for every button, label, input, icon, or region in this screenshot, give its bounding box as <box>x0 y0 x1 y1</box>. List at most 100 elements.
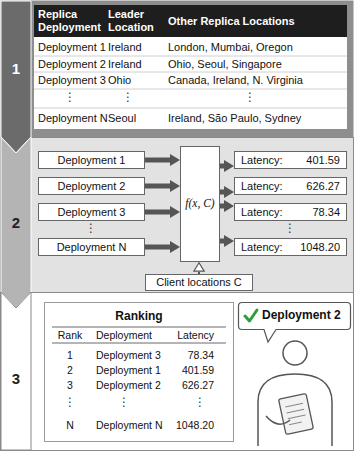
step-chevron <box>1 137 31 308</box>
clipboard-line <box>287 409 305 413</box>
table-header-cell: Replica Deployment <box>38 8 104 33</box>
arrow-connector <box>145 184 170 189</box>
function-box: f(x, C) <box>180 146 220 262</box>
step-panel <box>1 293 354 451</box>
node-label: 1048.20 <box>300 241 340 254</box>
table-cell: 1048.20 <box>176 419 214 431</box>
node-label: Latency: <box>241 206 283 219</box>
table-cell: Deployment <box>96 329 152 341</box>
table-cell: Deployment 2 <box>96 379 161 391</box>
input-box: Client locations C <box>145 274 253 291</box>
arrow-connector <box>145 210 170 215</box>
person-body <box>258 374 332 446</box>
table-header-cell: Other Replica Locations <box>168 15 295 28</box>
deployment-box: Deployment 3 <box>38 203 145 221</box>
node-label: Latency: <box>241 241 283 254</box>
row-separator <box>34 108 347 109</box>
clipboard-line <box>289 422 302 425</box>
step-marker: 1 <box>1 1 31 153</box>
latency-box: Latency: 401.59 <box>234 151 347 169</box>
node-label: Ranking <box>115 310 162 324</box>
arrow-connector <box>220 190 224 195</box>
deployment-box: Deployment N <box>38 238 145 256</box>
ellipsis: ⋮ <box>244 91 256 105</box>
node-label: 401.59 <box>306 154 340 167</box>
step-marker: 3 <box>1 292 31 450</box>
clipboard-line <box>285 403 303 407</box>
table-cell: Deployment 3 <box>96 349 161 361</box>
table-header-row <box>34 5 347 37</box>
step-number: 1 <box>12 60 20 77</box>
table-cell: Deployment N <box>38 112 108 125</box>
step-chevron <box>1 1 31 153</box>
bubble-outline <box>239 303 351 343</box>
table-cell: 626.27 <box>182 379 214 391</box>
table-cell: Ireland <box>108 41 142 54</box>
arrow-connector <box>220 204 224 209</box>
arrow-connector <box>145 158 170 163</box>
row-separator <box>34 89 347 90</box>
clipboard <box>279 393 314 434</box>
table-cell: Canada, Ireland, N. Virginia <box>168 74 303 87</box>
table-cell: Deployment N <box>96 419 163 431</box>
table-cell: Deployment 1 <box>38 41 106 54</box>
person-arm <box>266 416 290 424</box>
table-cell: 3 <box>67 379 73 391</box>
step-panel <box>1 138 354 293</box>
table-cell: 78.34 <box>188 349 214 361</box>
clipboard-board <box>279 393 314 434</box>
deployment-box: Deployment 2 <box>38 177 145 195</box>
speech-bubble: Deployment 2 <box>238 302 351 330</box>
arrow-connector <box>145 245 170 250</box>
node-label: Client locations C <box>156 276 242 289</box>
table-cell: Ohio <box>108 74 131 87</box>
node-label: Deployment 1 <box>58 154 126 167</box>
table-cell: Rank <box>58 329 83 341</box>
node-label: 626.27 <box>306 180 340 193</box>
table-rule <box>52 327 226 328</box>
table-cell: Deployment 1 <box>96 364 161 376</box>
latency-box: Latency: 1048.20 <box>234 238 347 256</box>
node-label: 78.34 <box>312 206 340 219</box>
deployment-box: Deployment 1 <box>38 151 145 169</box>
node-label: Deployment N <box>57 241 127 254</box>
table-header-cell: Leader Location <box>108 8 164 33</box>
step-number: 3 <box>12 370 20 387</box>
node-label: Latency: <box>241 180 283 193</box>
step-panel <box>1 1 354 138</box>
step-number: 2 <box>12 214 20 231</box>
ellipsis: ⋮ <box>284 222 296 236</box>
person-head <box>283 341 307 365</box>
ellipsis: ⋮ <box>64 91 76 105</box>
table-cell: Deployment 2 <box>38 58 106 71</box>
table-background <box>34 5 347 129</box>
table-cell: Deployment 3 <box>38 74 106 87</box>
check-mark <box>245 310 257 321</box>
ellipsis: ⋮ <box>64 396 76 410</box>
ellipsis: ⋮ <box>118 396 130 410</box>
table-cell: Seoul <box>108 112 136 125</box>
table-cell: Ohio, Seoul, Singapore <box>168 58 282 71</box>
arrow-connector <box>220 239 224 244</box>
node-label: f(x, C) <box>185 197 214 210</box>
ellipsis: ⋮ <box>122 91 134 105</box>
node-label: Deployment 2 <box>262 309 341 323</box>
table-cell: 401.59 <box>182 364 214 376</box>
table-cell: N <box>66 419 74 431</box>
table-cell: 1 <box>67 349 73 361</box>
node-label: Latency: <box>241 154 283 167</box>
table-cell: Ireland <box>108 58 142 71</box>
latency-box: Latency: 78.34 <box>234 203 347 221</box>
table-cell: Latency <box>177 329 214 341</box>
node-label: Deployment 3 <box>58 206 126 219</box>
node-label: Deployment 2 <box>58 180 126 193</box>
table-cell: 2 <box>67 364 73 376</box>
latency-box: Latency: 626.27 <box>234 177 347 195</box>
row-separator <box>34 56 347 57</box>
ellipsis: ⋮ <box>85 222 97 236</box>
clipboard-line <box>288 415 306 419</box>
arrow-connector <box>220 164 224 169</box>
ellipsis: ⋮ <box>194 396 206 410</box>
step-chevron <box>1 292 31 450</box>
